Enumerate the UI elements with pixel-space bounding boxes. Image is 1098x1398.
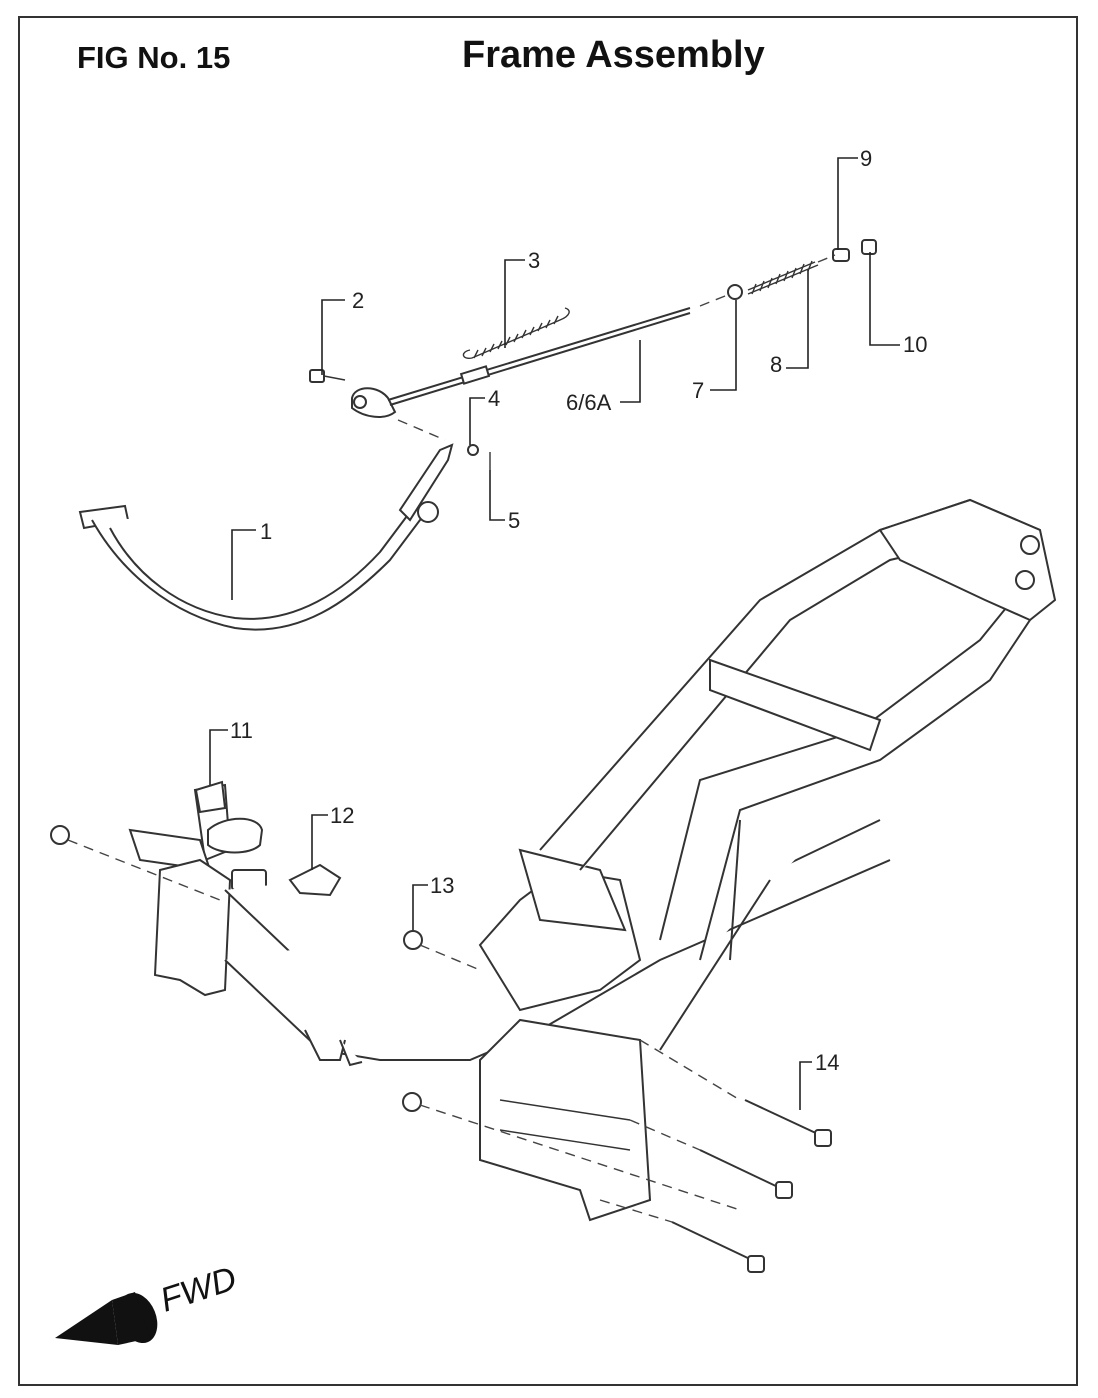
callout-14: 14 [815, 1050, 839, 1075]
callout-9: 9 [860, 146, 872, 171]
part-spring-3 [462, 307, 570, 360]
part-rod-6 [387, 307, 691, 406]
callout-13: 13 [430, 873, 454, 898]
callout-8: 8 [770, 352, 782, 377]
part-main-stand [78, 443, 454, 631]
fwd-label: FWD [156, 1260, 241, 1320]
callout-10: 10 [903, 332, 927, 357]
callout-7: 7 [692, 378, 704, 403]
part-head-bracket-11 [194, 780, 227, 814]
callout-1: 1 [260, 519, 272, 544]
forward-arrow-icon [55, 1292, 158, 1345]
part-nut-left [50, 825, 70, 845]
part-collar-7 [727, 284, 743, 300]
figure-border [18, 16, 1078, 1386]
part-nut-10 [861, 239, 877, 255]
part-frame [128, 498, 1057, 1222]
part-washer-4 [467, 444, 479, 456]
part-nut-13 [403, 930, 423, 950]
callout-11: 11 [230, 718, 253, 743]
figure-title: Frame Assembly [462, 34, 765, 76]
part-stand-arm [351, 387, 397, 418]
part-bolt-2 [309, 369, 346, 383]
callout-2: 2 [352, 288, 364, 313]
part-spring-8 [747, 260, 819, 295]
figure-number: FIG No. 15 [77, 40, 231, 75]
callout-3: 3 [528, 248, 540, 273]
part-plate-12 [288, 863, 342, 897]
callout-5: 5 [508, 508, 520, 533]
callout-12: 12 [330, 803, 354, 828]
part-nut-lower [402, 1092, 422, 1112]
callout-6-6a: 6/6A [566, 390, 612, 415]
part-collar-9 [832, 248, 850, 262]
part-bolts-14 [671, 1099, 832, 1273]
callout-4: 4 [488, 386, 500, 411]
